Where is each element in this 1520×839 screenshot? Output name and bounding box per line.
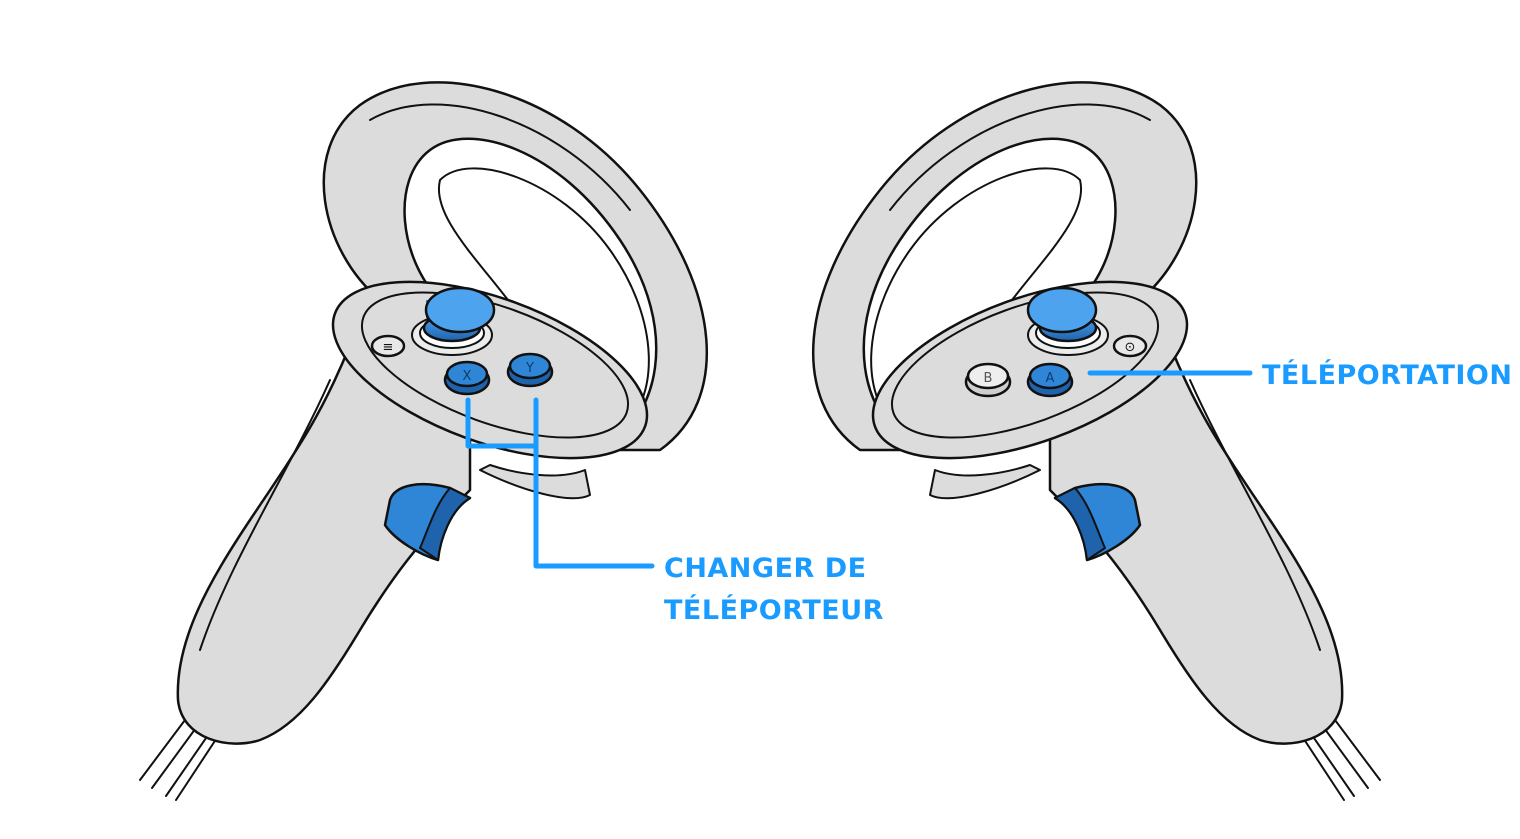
right-grip	[1048, 343, 1344, 745]
switch-teleporter-label-line2: TÉLÉPORTEUR	[664, 595, 884, 626]
a-button[interactable]	[1028, 362, 1072, 390]
b-button-label: B	[984, 371, 993, 386]
right-controller: ⊙ B A	[812, 81, 1381, 801]
switch-teleporter-label-line1: CHANGER DE	[664, 553, 867, 584]
home-button[interactable]	[1112, 334, 1148, 358]
oculus-home-icon: ⊙	[1125, 340, 1136, 355]
right-tracking-ring	[812, 81, 1198, 452]
teleportation-label: TÉLÉPORTATION	[1262, 360, 1513, 391]
menu-button[interactable]	[370, 334, 406, 358]
left-tracking-ring	[322, 81, 708, 452]
switch-teleporter-label: CHANGER DE TÉLÉPORTEUR	[664, 548, 884, 632]
y-button-label: Y	[525, 361, 534, 376]
left-grip	[176, 343, 472, 745]
callout-x-y-bracket	[465, 397, 539, 449]
a-button-label: A	[1046, 371, 1055, 386]
x-button-label: X	[463, 369, 472, 384]
b-button[interactable]	[966, 362, 1010, 390]
x-button[interactable]	[445, 360, 489, 388]
callout-switch-teleporter	[533, 397, 655, 569]
menu-icon: ≡	[383, 340, 394, 355]
y-button[interactable]	[508, 352, 552, 380]
callout-lines	[465, 370, 1253, 569]
left-controller: ≡ X Y	[139, 81, 708, 801]
